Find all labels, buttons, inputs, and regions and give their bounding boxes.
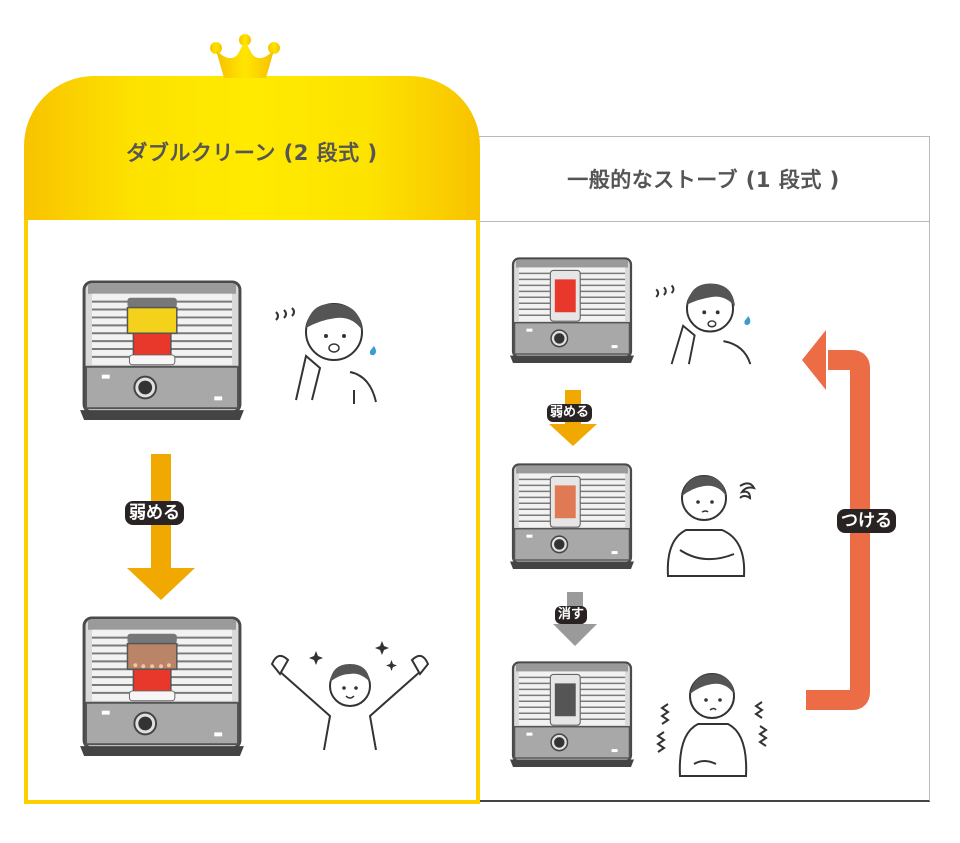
standard-heater-high-illustration [508, 254, 636, 366]
uneasy-person-illustration [666, 475, 756, 577]
weaken-label: 弱める [125, 501, 184, 525]
standard-stove-header: 一般的なストーブ (1 段式 ) [478, 137, 929, 222]
double-clean-title: ダブルクリーン (2 段式 ) [126, 141, 378, 165]
turn-on-label: つける [837, 509, 896, 533]
heater-high-illustration [78, 276, 246, 424]
double-clean-header: ダブルクリーン (2 段式 ) [24, 76, 480, 220]
standard-sweating-person-illustration [655, 283, 752, 365]
crown-icon [210, 34, 280, 78]
happy-person-illustration [270, 641, 430, 750]
sweating-person-illustration [275, 303, 377, 404]
standard-stove-title: 一般的なストーブ (1 段式 ) [567, 168, 840, 192]
down-arrow-icon [127, 568, 195, 600]
heater-low-illustration [78, 612, 246, 760]
cold-person-illustration [656, 673, 768, 777]
turn-off-label: 消す [555, 606, 588, 624]
standard-heater-off-illustration [508, 658, 636, 770]
standard-heater-low-illustration [508, 460, 636, 572]
weaken-label: 弱める [547, 404, 593, 422]
